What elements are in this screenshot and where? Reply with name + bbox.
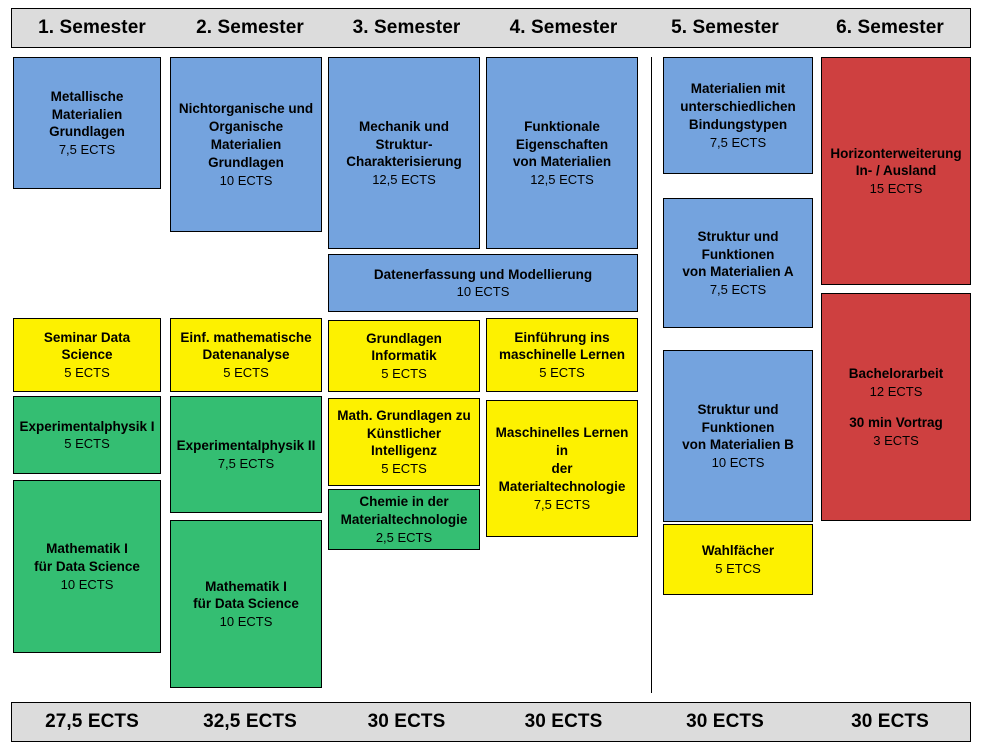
course-title: Metallische Materialien Grundlagen	[49, 88, 125, 140]
course-title: Einführung ins maschinelle Lernen	[498, 329, 626, 363]
semester-header-bar: 1. Semester 2. Semester 3. Semester 4. S…	[11, 8, 971, 48]
course-box-metallische-materialien-grundlagen[interactable]: Metallische Materialien Grundlagen 7,5 E…	[13, 57, 161, 189]
course-ects: 7,5 ECTS	[709, 134, 767, 150]
course-box-materialien-mit-unterschiedlichen-bindungstypen[interactable]: Materialien mit unterschiedlichen Bindun…	[663, 57, 813, 174]
semester-total-bar: 27,5 ECTS 32,5 ECTS 30 ECTS 30 ECTS 30 E…	[11, 702, 971, 742]
course-title: Maschinelles Lernen in der Materialtechn…	[495, 425, 629, 494]
semester-header-6: 6. Semester	[836, 17, 944, 38]
course-box-wahlfaecher[interactable]: Wahlfächer 5 ETCS	[663, 524, 813, 595]
course-title: Chemie in der Materialtechnologie	[340, 494, 468, 527]
course-ects: 10 ECTS	[219, 172, 273, 188]
course-ects: 10 ECTS	[711, 455, 765, 471]
course-ects: 5 ECTS	[64, 436, 110, 452]
course-title: Struktur und Funktionen von Materialien …	[682, 228, 794, 280]
course-ects: 5 ETCS	[715, 560, 761, 576]
course-title: Funktionale Eigenschaften von Materialie…	[512, 118, 612, 170]
course-ects: 7,5 ECTS	[709, 282, 767, 298]
course-title: Struktur und Funktionen von Materialien …	[682, 401, 794, 453]
semester-total-5: 30 ECTS	[686, 711, 764, 732]
course-ects: 2,5 ECTS	[375, 529, 433, 545]
course-title: Bachelorarbeit	[848, 366, 944, 382]
course-ects: 5 ECTS	[64, 365, 110, 381]
semester-header-4: 4. Semester	[509, 17, 618, 38]
semester-header-3: 3. Semester	[352, 17, 461, 38]
course-title: Experimentalphysik I	[19, 418, 155, 434]
course-ects: 7,5 ECTS	[217, 455, 275, 471]
course-title: Mechanik und Struktur- Charakterisierung	[346, 118, 462, 170]
course-title: Grundlagen Informatik	[366, 330, 442, 364]
course-box-struktur-und-funktionen-von-materialien-b[interactable]: Struktur und Funktionen von Materialien …	[663, 350, 813, 522]
semester-total-1: 27,5 ECTS	[45, 711, 139, 732]
course-ects: 12,5 ECTS	[372, 172, 436, 188]
course-box-maschinelles-lernen-materialtechnologie[interactable]: Maschinelles Lernen in der Materialtechn…	[486, 400, 638, 537]
course-box-mechanik-und-struktur-charakterisierung[interactable]: Mechanik und Struktur- Charakterisierung…	[328, 57, 480, 249]
course-box-horizonterweiterung-in-ausland[interactable]: Horizonterweiterung In- / Ausland 15 ECT…	[821, 57, 971, 285]
course-box-einf-mathematische-datenanalyse[interactable]: Einf. mathematische Datenanalyse 5 ECTS	[170, 318, 322, 392]
course-ects: 10 ECTS	[219, 614, 273, 630]
course-title: Mathematik I für Data Science	[34, 541, 140, 574]
course-box-math-grundlagen-kuenstlicher-intelligenz[interactable]: Math. Grundlagen zu Künstlicher Intellig…	[328, 398, 480, 486]
course-title: Datenerfassung und Modellierung	[373, 266, 593, 282]
course-ects: 7,5 ECTS	[533, 496, 591, 512]
course-title: Nichtorganische und Organische Materiali…	[178, 101, 314, 170]
course-title: Seminar Data Science	[43, 329, 131, 363]
course-box-bachelorarbeit[interactable]: Bachelorarbeit 12 ECTS 30 min Vortrag 3 …	[821, 293, 971, 521]
course-title-secondary: 30 min Vortrag	[849, 415, 943, 430]
course-box-funktionale-eigenschaften-von-materialien[interactable]: Funktionale Eigenschaften von Materialie…	[486, 57, 638, 249]
semester-total-4: 30 ECTS	[524, 711, 603, 732]
semester-header-2: 2. Semester	[196, 17, 304, 38]
course-box-seminar-data-science[interactable]: Seminar Data Science 5 ECTS	[13, 318, 161, 392]
course-title: Horizonterweiterung In- / Ausland	[830, 145, 962, 179]
course-ects-secondary: 3 ECTS	[873, 432, 919, 448]
course-box-mathematik-1-fuer-data-science-sem2[interactable]: Mathematik I für Data Science 10 ECTS	[170, 520, 322, 688]
course-title: Experimentalphysik II	[176, 438, 316, 454]
course-box-experimentalphysik-1[interactable]: Experimentalphysik I 5 ECTS	[13, 396, 161, 474]
course-title: Einf. mathematische Datenanalyse	[180, 329, 312, 363]
course-ects: 5 ECTS	[539, 365, 585, 381]
semester-header-5: 5. Semester	[671, 17, 779, 38]
course-box-einfuehrung-ins-maschinelle-lernen[interactable]: Einführung ins maschinelle Lernen 5 ECTS	[486, 318, 638, 392]
course-box-struktur-und-funktionen-von-materialien-a[interactable]: Struktur und Funktionen von Materialien …	[663, 198, 813, 328]
course-ects: 12 ECTS	[869, 383, 923, 399]
course-box-nichtorganische-organische-materialien-grundlagen[interactable]: Nichtorganische und Organische Materiali…	[170, 57, 322, 232]
course-ects: 5 ECTS	[381, 366, 427, 382]
semester-group-divider	[651, 57, 652, 693]
course-title: Materialien mit unterschiedlichen Bindun…	[680, 81, 796, 132]
course-title: Wahlfächer	[701, 543, 775, 559]
course-ects: 15 ECTS	[869, 181, 923, 197]
semester-header-1: 1. Semester	[38, 17, 146, 38]
course-ects: 5 ECTS	[381, 461, 427, 477]
semester-total-6: 30 ECTS	[851, 711, 929, 732]
course-ects: 5 ECTS	[223, 365, 269, 381]
course-ects: 12,5 ECTS	[530, 172, 594, 188]
course-box-datenerfassung-und-modellierung[interactable]: Datenerfassung und Modellierung 10 ECTS	[328, 254, 638, 312]
course-box-grundlagen-informatik[interactable]: Grundlagen Informatik 5 ECTS	[328, 320, 480, 392]
course-ects: 10 ECTS	[60, 576, 114, 592]
course-title: Math. Grundlagen zu Künstlicher Intellig…	[337, 407, 471, 459]
course-box-chemie-in-der-materialtechnologie[interactable]: Chemie in der Materialtechnologie 2,5 EC…	[328, 489, 480, 550]
semester-total-3: 30 ECTS	[367, 711, 446, 732]
course-ects: 7,5 ECTS	[58, 142, 116, 158]
course-title: Mathematik I für Data Science	[193, 578, 299, 612]
course-ects: 10 ECTS	[456, 284, 510, 300]
semester-total-2: 32,5 ECTS	[203, 711, 297, 732]
course-box-mathematik-1-fuer-data-science-sem1[interactable]: Mathematik I für Data Science 10 ECTS	[13, 480, 161, 653]
course-box-experimentalphysik-2[interactable]: Experimentalphysik II 7,5 ECTS	[170, 396, 322, 513]
